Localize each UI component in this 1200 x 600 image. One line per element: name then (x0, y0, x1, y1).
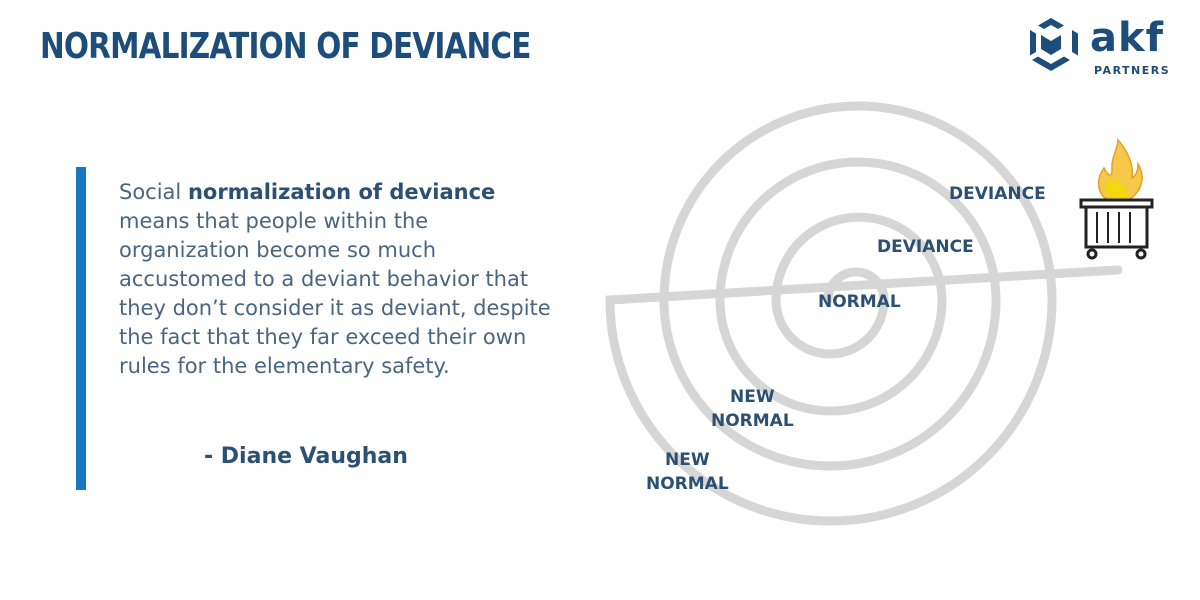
quote-author: - Diane Vaughan (204, 444, 408, 469)
label-new-normal-inner-line2: NORMAL (711, 411, 794, 431)
logo-wordmark: akf (1090, 15, 1164, 61)
quote-emphasis: normalization of deviance (187, 180, 496, 204)
label-new-normal-outer-line2: NORMAL (646, 474, 729, 494)
label-normal: NORMAL (818, 292, 901, 312)
logo-subtext: PARTNERS (1094, 64, 1171, 77)
page-title: NORMALIZATION OF DEVIANCE (40, 26, 531, 67)
label-deviance-inner: DEVIANCE (877, 237, 974, 257)
quote-prefix: Social (119, 180, 188, 204)
label-new-normal-inner-line1: NEW (730, 387, 775, 407)
akf-logo: akf PARTNERS (1018, 16, 1178, 82)
label-deviance-outer: DEVIANCE (949, 184, 1046, 204)
label-new-normal-outer: NEW NORMAL (646, 448, 729, 496)
flame-inner (1105, 178, 1128, 202)
label-new-normal-inner: NEW NORMAL (711, 385, 794, 433)
cube-icon (1030, 18, 1078, 71)
spiral-line (605, 101, 1123, 526)
quote-body: means that people within the organizatio… (119, 209, 551, 378)
quote-accent-bar (76, 167, 86, 490)
label-new-normal-outer-line1: NEW (665, 450, 710, 470)
burning-dumpster-icon (1079, 138, 1154, 260)
dumpster-body (1084, 205, 1149, 249)
quote-text: Social normalization of deviance means t… (119, 178, 564, 381)
